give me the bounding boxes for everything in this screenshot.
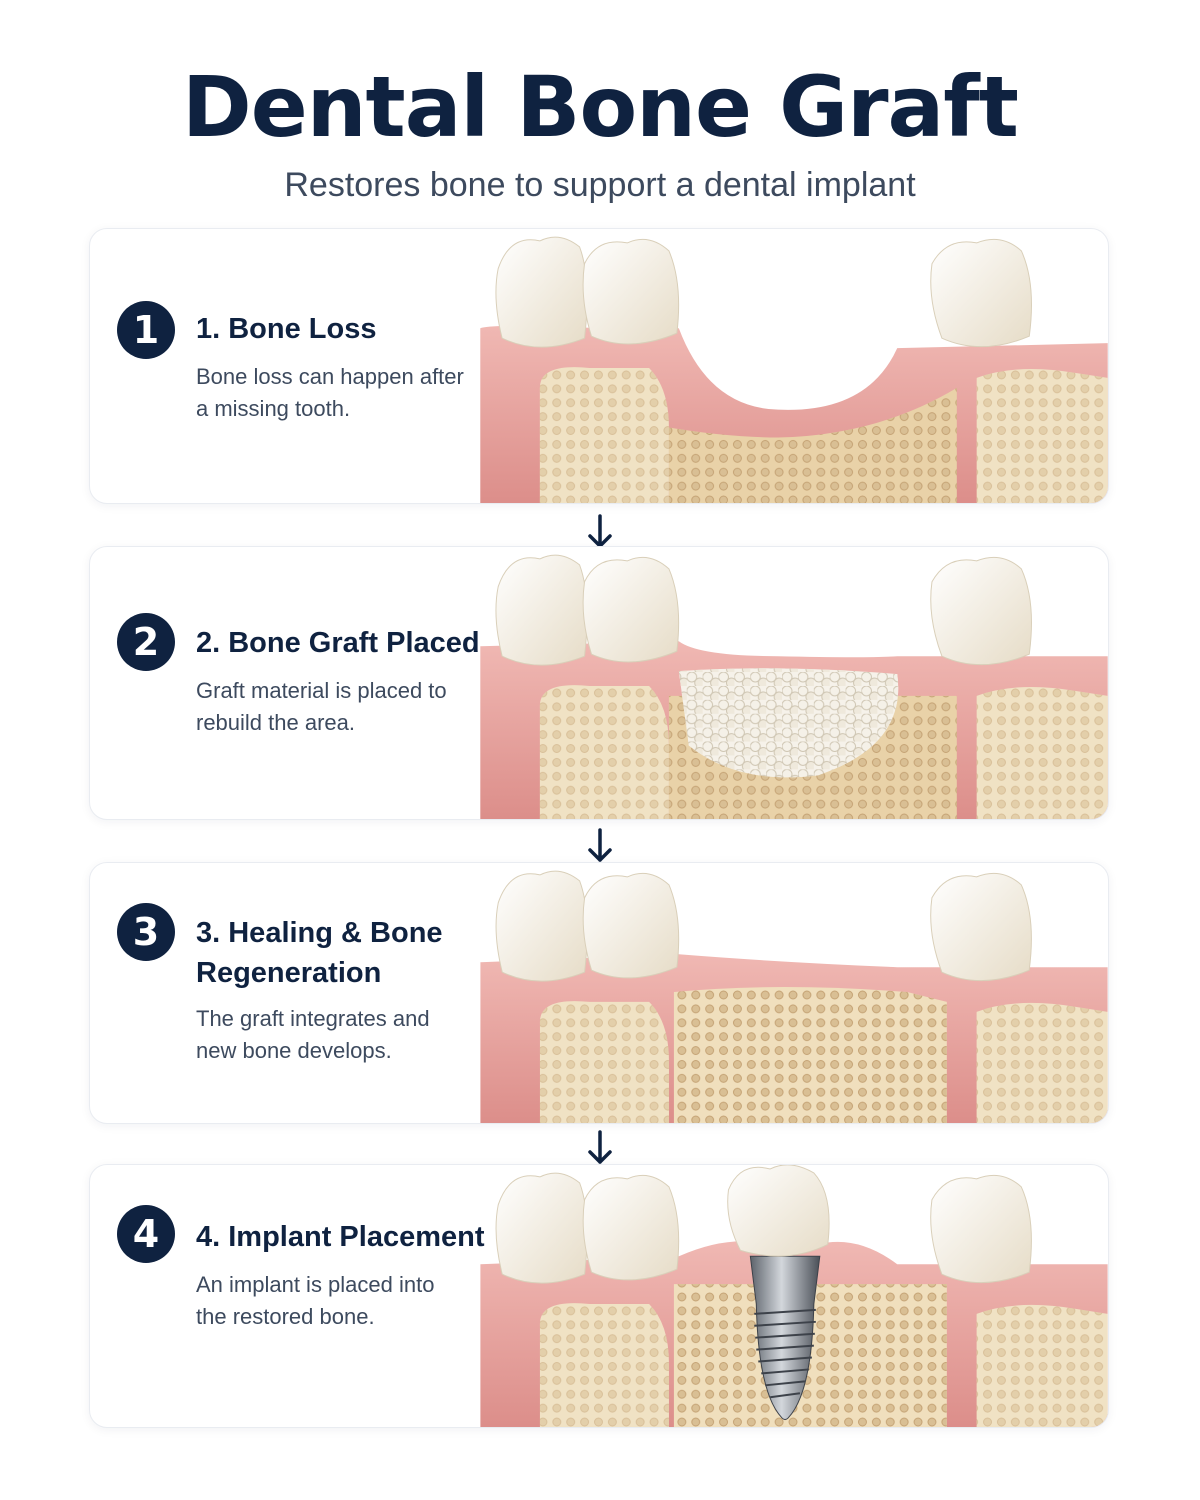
arrow-down-icon bbox=[588, 1130, 612, 1164]
step-card-3: 3 3. Healing & Bone Regeneration The gra… bbox=[89, 862, 1109, 1124]
page-title: Dental Bone Graft bbox=[182, 58, 1019, 156]
step-card-2: 2 2. Bone Graft Placed Graft material is… bbox=[89, 546, 1109, 820]
step-number-badge: 2 bbox=[117, 613, 175, 671]
step-description: Bone loss can happen after a missing too… bbox=[196, 364, 464, 421]
step-description: The graft integrates and new bone develo… bbox=[196, 1006, 430, 1063]
step-description: An implant is placed into the restored b… bbox=[196, 1272, 435, 1329]
step-description: Graft material is placed to rebuild the … bbox=[196, 678, 447, 735]
healing-illustration bbox=[480, 870, 1108, 1123]
arrow-down-icon bbox=[588, 828, 612, 862]
bone-loss-illustration bbox=[480, 236, 1108, 503]
step-card-1: 1 1. Bone Loss Bone loss can happen afte… bbox=[89, 228, 1109, 504]
step-number-badge: 4 bbox=[117, 1205, 175, 1263]
arrow-down-icon bbox=[588, 514, 612, 548]
step-number-badge: 3 bbox=[117, 903, 175, 961]
step-title: 3. Healing & Bone Regeneration bbox=[196, 917, 443, 989]
step-title: 2. Bone Graft Placed bbox=[196, 627, 480, 659]
step-title: 4. Implant Placement bbox=[196, 1221, 485, 1253]
step-card-4: 4 4. Implant Placement An implant is pla… bbox=[89, 1164, 1109, 1428]
step-title: 1. Bone Loss bbox=[196, 313, 377, 345]
page-subtitle: Restores bone to support a dental implan… bbox=[284, 166, 916, 204]
implant-placement-illustration bbox=[480, 1165, 1108, 1427]
step-number-badge: 1 bbox=[117, 301, 175, 359]
bone-graft-illustration bbox=[480, 554, 1108, 819]
